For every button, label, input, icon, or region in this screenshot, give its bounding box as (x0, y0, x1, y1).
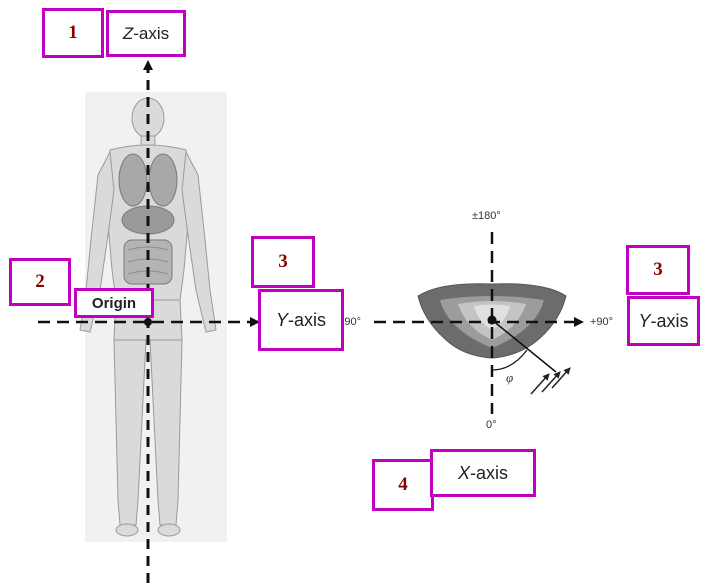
z-axis-letter: Z (123, 24, 133, 44)
incidence-arrow-1 (531, 374, 549, 394)
x-axis-letter: X (458, 463, 470, 484)
y-axis-label-right: Y-axis (627, 296, 700, 346)
origin-dot (144, 318, 152, 326)
callout-4: 4 (372, 459, 434, 511)
y-axis-left-suffix: -axis (288, 310, 326, 331)
angle-label-bottom: 0° (486, 419, 497, 431)
y-axis-label-left: Y-axis (258, 289, 344, 351)
z-axis-label: Z-axis (106, 10, 186, 57)
y-axis-left-letter: Y (276, 310, 288, 331)
angle-phi-symbol: φ (506, 370, 513, 386)
angle-label-top: ±180° (472, 210, 501, 222)
y-axis-right-letter: Y (638, 311, 650, 332)
angle-label-right: +90° (590, 316, 613, 328)
y-axis-right-suffix: -axis (651, 311, 689, 332)
x-axis-label: X-axis (430, 449, 536, 497)
callout-3-right: 3 (626, 245, 690, 295)
x-axis-suffix: -axis (470, 463, 508, 484)
callout-2: 2 (9, 258, 71, 306)
callout-3-left: 3 (251, 236, 315, 288)
z-axis-suffix: -axis (133, 24, 169, 44)
origin-label: Origin (74, 288, 154, 318)
callout-1: 1 (42, 8, 104, 58)
